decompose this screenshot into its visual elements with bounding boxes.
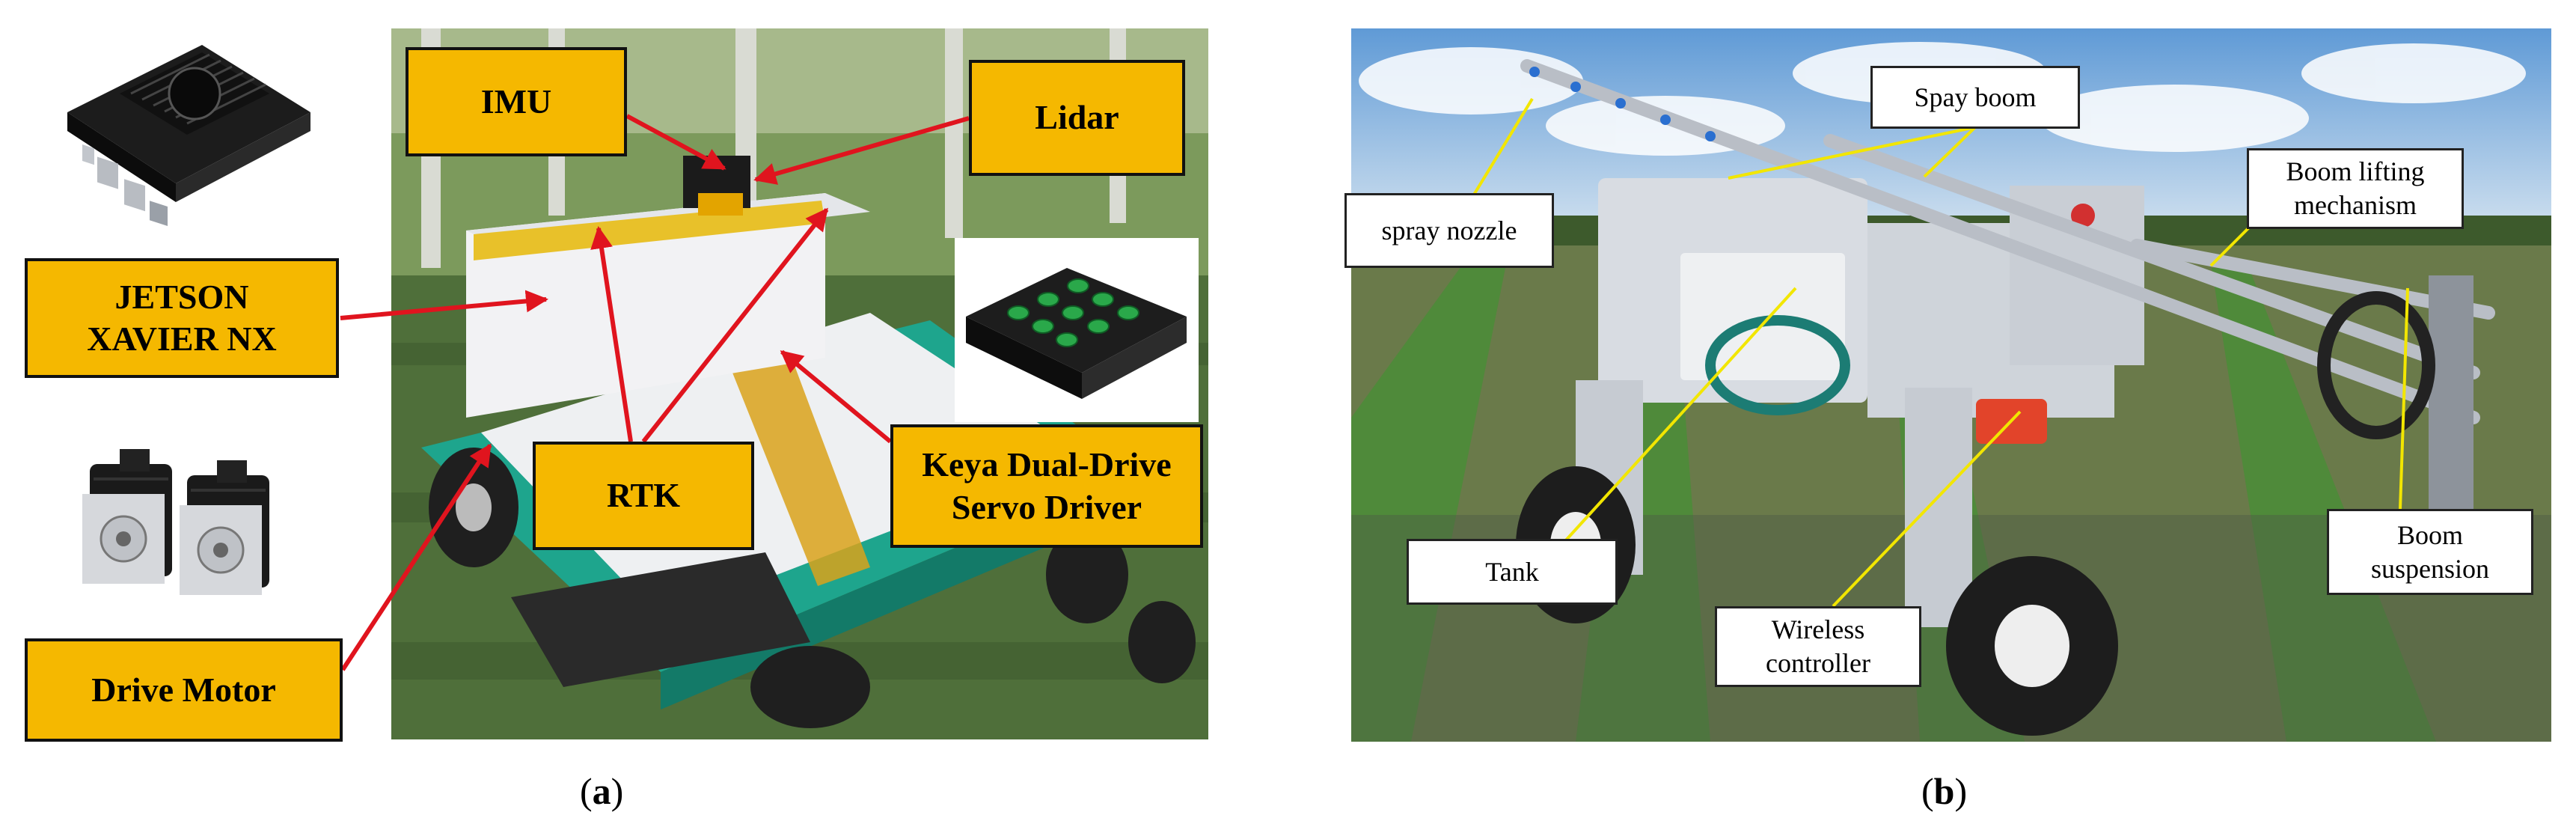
rtk-label: RTK <box>533 442 754 550</box>
boom-lifting-line2: mechanism <box>2294 190 2417 220</box>
leader-spay-boom-2 <box>1923 126 1977 178</box>
boom-suspension-line2: suspension <box>2370 553 2489 584</box>
lidar-label: Lidar <box>969 60 1185 176</box>
boom-suspension-line1: Boom <box>2396 519 2463 550</box>
spraying-robot-photo <box>1351 28 2551 742</box>
tank-label: Tank <box>1407 539 1618 605</box>
caption-b-close: ) <box>1954 770 1968 812</box>
arrow-rtk-left <box>590 226 633 442</box>
jetson-label-line1: JETSON <box>114 277 249 316</box>
imu-label-text: IMU <box>480 82 552 120</box>
arrow-imu <box>625 114 726 171</box>
boom-lifting-mechanism-label: Boom lifting mechanism <box>2247 148 2464 229</box>
keya-servo-driver-label: Keya Dual-Drive Servo Driver <box>890 424 1203 548</box>
wireless-line1: Wireless <box>1771 614 1865 644</box>
spray-nozzle-text: spray nozzle <box>1381 215 1517 245</box>
arrow-jetson <box>340 290 548 320</box>
keya-label-line2: Servo Driver <box>951 487 1142 526</box>
boom-lifting-line1: Boom lifting <box>2286 156 2425 186</box>
leader-spray-nozzle <box>1472 97 1534 196</box>
leader-wireless <box>1832 410 2022 608</box>
keya-label-line1: Keya Dual-Drive <box>922 445 1172 484</box>
caption-b-letter: b <box>1933 770 1955 812</box>
caption-a: (a) <box>580 769 623 813</box>
drive-motor-label: Drive Motor <box>25 638 343 742</box>
caption-b-open: ( <box>1921 770 1934 812</box>
jetson-module-image <box>67 45 310 227</box>
arrow-rtk-right <box>641 207 829 443</box>
rtk-label-text: RTK <box>606 476 681 515</box>
tank-text: Tank <box>1485 556 1539 587</box>
arrow-lidar <box>753 116 970 185</box>
leader-tank <box>1562 287 1797 544</box>
leader-boom-lifting <box>2209 223 2254 267</box>
imu-label: IMU <box>406 47 627 156</box>
spay-boom-label: Spay boom <box>1870 66 2080 129</box>
jetson-label-line2: XAVIER NX <box>87 320 277 358</box>
lidar-label-text: Lidar <box>1035 98 1119 137</box>
leader-spay-boom-1 <box>1728 126 1976 180</box>
spay-boom-text: Spay boom <box>1914 82 2037 112</box>
drive-motor-image <box>82 449 269 595</box>
keya-servo-driver-image <box>955 238 1199 422</box>
wireless-controller-label: Wireless controller <box>1715 606 1921 687</box>
mobile-robot-photo <box>391 28 1208 739</box>
arrow-keya <box>780 350 892 444</box>
arrow-motor <box>340 443 492 671</box>
boom-suspension-label: Boom suspension <box>2327 509 2533 595</box>
caption-a-close: ) <box>611 770 624 812</box>
wireless-line2: controller <box>1766 648 1870 678</box>
leader-boom-suspension <box>2399 287 2409 510</box>
spray-nozzle-label: spray nozzle <box>1344 193 1554 268</box>
caption-a-letter: a <box>592 770 611 812</box>
caption-a-open: ( <box>580 770 593 812</box>
jetson-label: JETSON XAVIER NX <box>25 258 339 378</box>
drive-motor-label-text: Drive Motor <box>91 670 276 709</box>
caption-b: (b) <box>1921 769 1967 813</box>
